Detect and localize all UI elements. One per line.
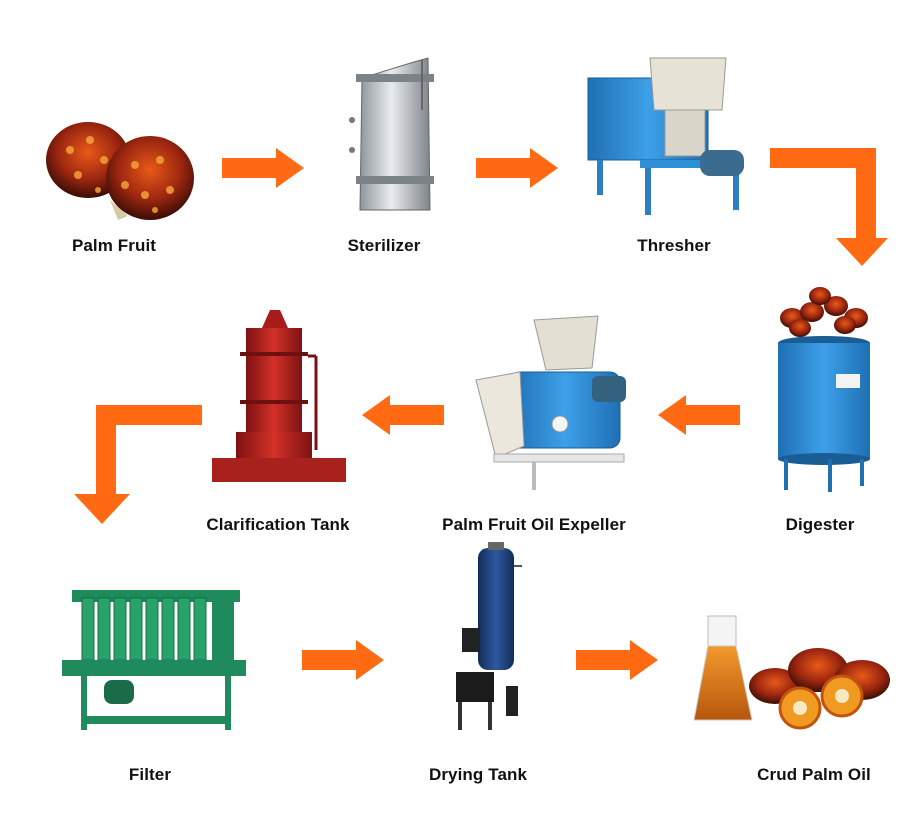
palm-fruit-icon [46,122,194,220]
step-label-oil-expeller: Palm Fruit Oil Expeller [442,515,626,534]
arrow-right-3 [302,640,384,680]
step-label-sterilizer: Sterilizer [347,236,421,255]
step-label-digester: Digester [785,515,855,534]
step-label-palm-fruit: Palm Fruit [71,236,157,255]
arrow-right-2 [476,148,558,188]
arrow-left-2 [362,395,444,435]
arrow-right-4 [576,640,658,680]
step-label-drying-tank: Drying Tank [428,765,528,784]
sterilizer-icon [349,57,434,211]
arrow-right-1 [222,148,304,188]
arrow-bend-down-right [770,148,888,266]
arrow-left-1 [658,395,740,435]
step-label-clarification-tank: Clarification Tank [206,515,350,534]
drying-tank-icon [456,542,522,730]
clarification-tank-icon [212,310,346,482]
step-label-crude-palm-oil: Crud Palm Oil [757,765,871,784]
crude-palm-oil-icon [693,615,890,730]
thresher-icon [587,57,744,215]
digester-icon [778,287,870,492]
step-label-thresher: Thresher [637,236,711,255]
step-label-filter: Filter [128,765,172,784]
filter-press-icon [62,590,246,730]
oil-expeller-icon [475,315,626,490]
arrow-bend-down-left [74,405,202,524]
